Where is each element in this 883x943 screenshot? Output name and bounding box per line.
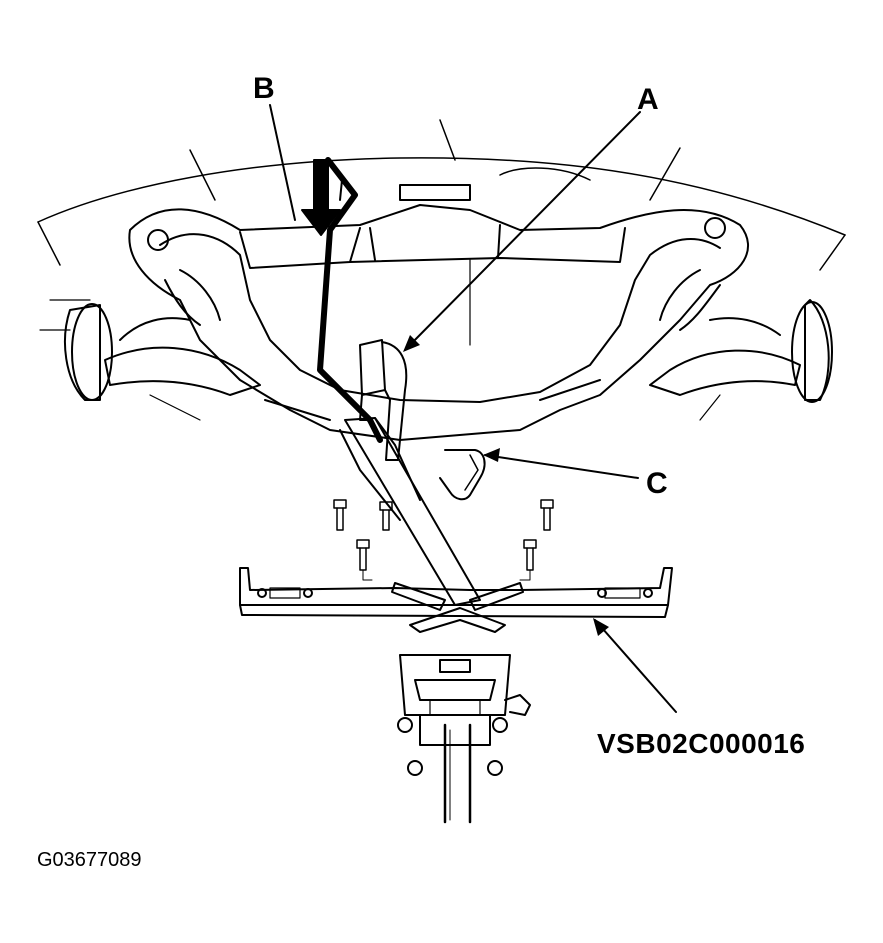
bolt-left-outer bbox=[333, 499, 347, 531]
leader-line-c bbox=[484, 454, 639, 479]
callout-label-b: B bbox=[253, 72, 275, 105]
jack-head bbox=[397, 654, 531, 776]
frame-lines bbox=[149, 259, 721, 421]
callout-label-a: A bbox=[637, 83, 659, 116]
callout-b-arrow bbox=[301, 157, 383, 443]
bolt-right-inner bbox=[523, 539, 537, 571]
arrowhead-a bbox=[403, 335, 420, 352]
arrowhead-part-no bbox=[593, 618, 609, 636]
bolt-right-outer bbox=[540, 499, 554, 531]
bolt-left-mid bbox=[379, 501, 393, 531]
part-c-hook bbox=[439, 449, 486, 501]
figure-id: G03677089 bbox=[37, 849, 142, 871]
leader-line-part-no bbox=[594, 619, 677, 713]
leader-line-a bbox=[404, 111, 641, 351]
leader-arrowheads bbox=[403, 335, 609, 636]
bolts bbox=[333, 499, 554, 581]
callout-label-c: C bbox=[646, 467, 668, 500]
subframe bbox=[128, 184, 750, 441]
leader-lines bbox=[269, 104, 677, 713]
fixture-pads bbox=[391, 582, 524, 633]
jack-post bbox=[443, 723, 472, 824]
support-arm bbox=[339, 417, 481, 606]
arrowhead-c bbox=[483, 448, 500, 462]
bolt-left-inner bbox=[356, 539, 370, 571]
right-suspension bbox=[649, 269, 833, 403]
left-suspension bbox=[39, 269, 261, 401]
fixture-cross-beam bbox=[239, 567, 673, 618]
tool-part-number: VSB02C000016 bbox=[597, 728, 806, 759]
vehicle-body-outline bbox=[37, 119, 846, 271]
leader-line-b bbox=[269, 104, 296, 221]
